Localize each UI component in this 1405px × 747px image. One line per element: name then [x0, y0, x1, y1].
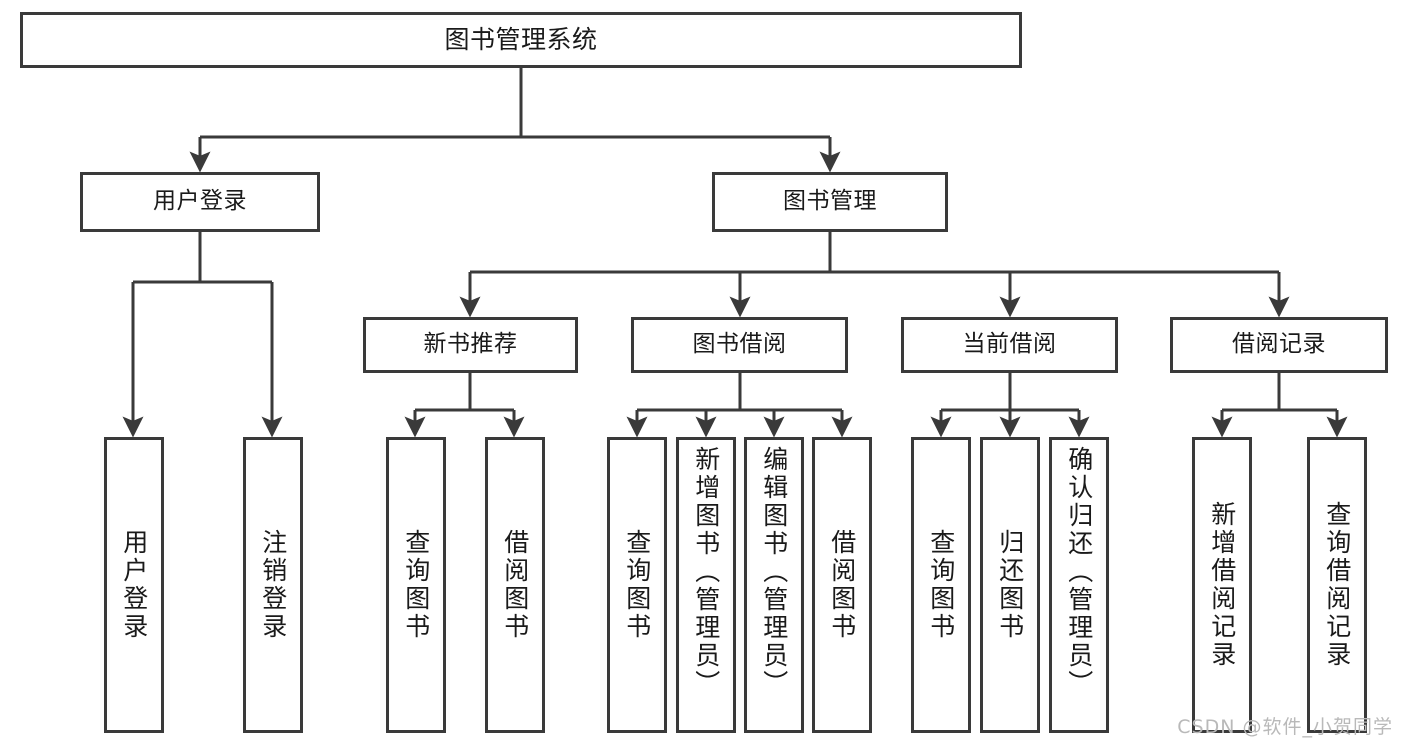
node-label: 确认归还（管理员） [1064, 446, 1094, 698]
leaf-logout[interactable]: 注销登录 [243, 437, 303, 733]
node-book-borrow[interactable]: 图书借阅 [631, 317, 848, 373]
node-label: 查询图书 [622, 529, 652, 641]
leaf-recommend-borrow-book[interactable]: 借阅图书 [485, 437, 545, 733]
leaf-current-return-book[interactable]: 归还图书 [980, 437, 1040, 733]
node-label: 图书管理 [783, 188, 877, 215]
node-label: 借阅图书 [827, 529, 857, 641]
node-label: 新书推荐 [423, 331, 518, 358]
node-label: 注销登录 [258, 529, 288, 641]
leaf-record-add-borrow-record[interactable]: 新增借阅记录 [1192, 437, 1252, 733]
node-borrow-record[interactable]: 借阅记录 [1170, 317, 1388, 373]
node-label: 用户登录 [119, 529, 149, 641]
node-label: 查询图书 [926, 529, 956, 641]
leaf-borrow-query-book[interactable]: 查询图书 [607, 437, 667, 733]
watermark: CSDN @软件_小贺同学 [1177, 716, 1393, 738]
leaf-user-login[interactable]: 用户登录 [104, 437, 164, 733]
leaf-borrow-edit-book-admin[interactable]: 编辑图书（管理员） [744, 437, 804, 733]
node-new-book-recommend[interactable]: 新书推荐 [363, 317, 578, 373]
node-label: 借阅图书 [500, 529, 530, 641]
node-label: 新增借阅记录 [1207, 501, 1237, 669]
node-label: 查询图书 [401, 529, 431, 641]
leaf-current-query-book[interactable]: 查询图书 [911, 437, 971, 733]
leaf-current-confirm-return-admin[interactable]: 确认归还（管理员） [1049, 437, 1109, 733]
leaf-record-query-borrow-record[interactable]: 查询借阅记录 [1307, 437, 1367, 733]
node-label: 查询借阅记录 [1322, 501, 1352, 669]
leaf-recommend-query-book[interactable]: 查询图书 [386, 437, 446, 733]
leaf-borrow-add-book-admin[interactable]: 新增图书（管理员） [676, 437, 736, 733]
node-book-management[interactable]: 图书管理 [712, 172, 948, 232]
node-label: 归还图书 [995, 529, 1025, 641]
node-label: 用户登录 [153, 188, 247, 215]
node-label: 借阅记录 [1232, 331, 1326, 358]
node-book-management-system[interactable]: 图书管理系统 [20, 12, 1022, 68]
node-label: 编辑图书（管理员） [759, 446, 789, 698]
node-label: 图书借阅 [692, 331, 787, 358]
node-label: 新增图书（管理员） [691, 446, 721, 698]
node-current-borrow[interactable]: 当前借阅 [901, 317, 1118, 373]
leaf-borrow-borrow-book[interactable]: 借阅图书 [812, 437, 872, 733]
node-label: 图书管理系统 [444, 25, 598, 55]
node-user-login[interactable]: 用户登录 [80, 172, 320, 232]
node-label: 当前借阅 [962, 331, 1057, 358]
